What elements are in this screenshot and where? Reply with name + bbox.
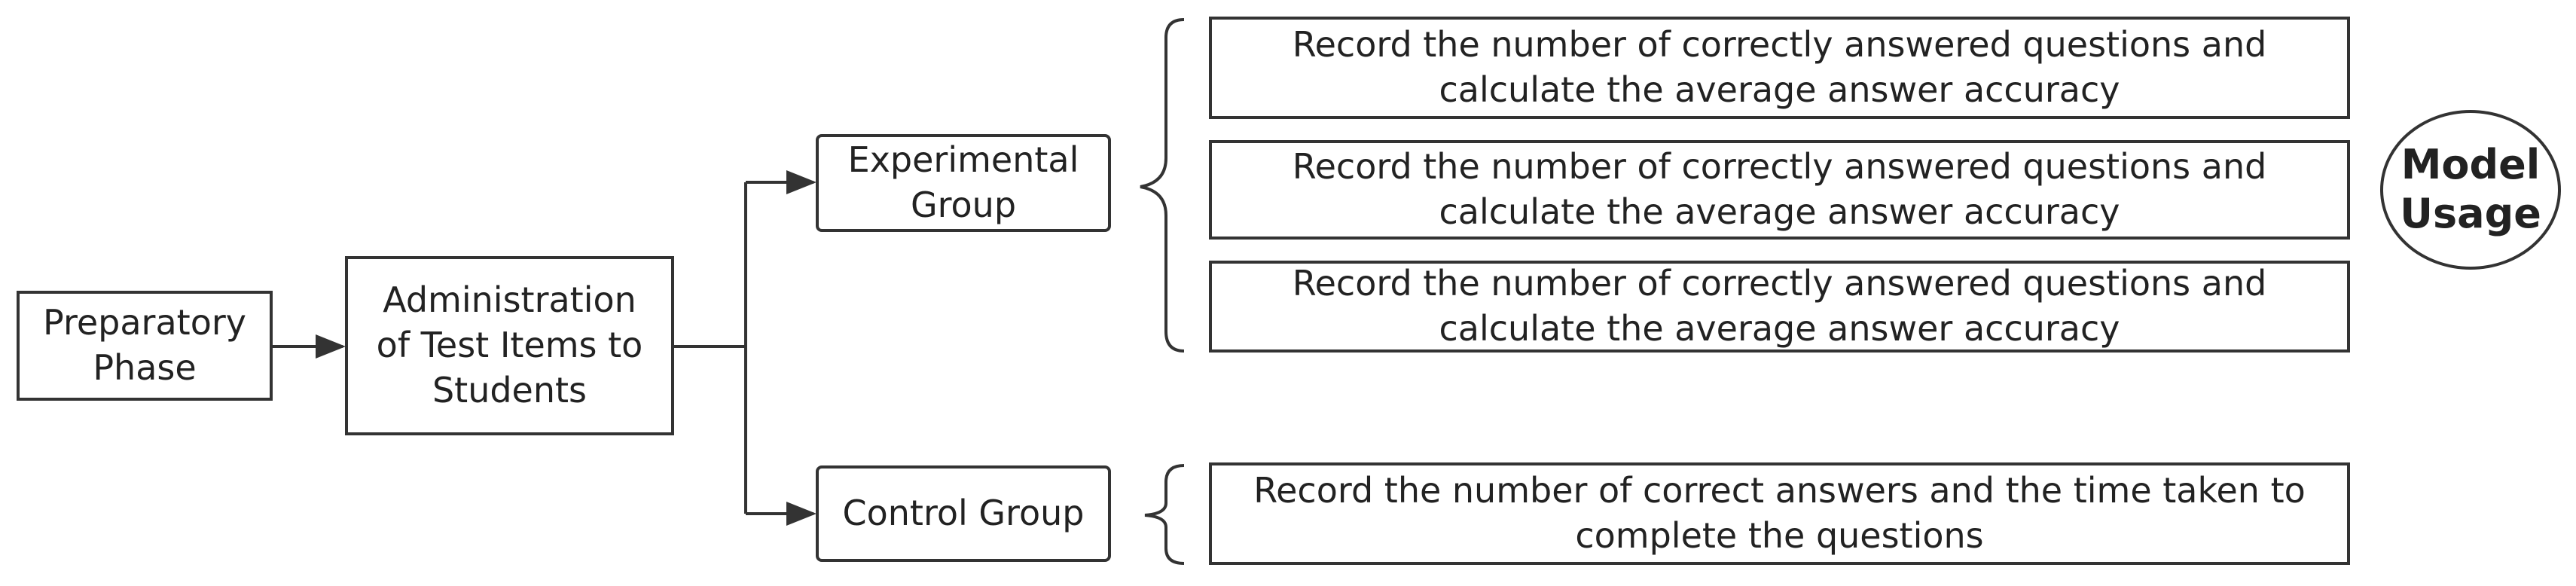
experimental-action-box-1: Record the number of correctly answered … bbox=[1209, 17, 2350, 119]
experimental-action-box-2: Record the number of correctly answered … bbox=[1209, 140, 2350, 240]
preparatory-phase-box: Preparatory Phase bbox=[17, 291, 273, 401]
brace-experimental bbox=[1140, 18, 1185, 353]
control-action-box: Record the number of correct answers and… bbox=[1209, 462, 2350, 565]
experimental-group-box: Experimental Group bbox=[816, 134, 1111, 232]
model-usage-oval: Model Usage bbox=[2380, 110, 2561, 270]
brace-control bbox=[1144, 464, 1185, 565]
experimental-action-box-3: Record the number of correctly answered … bbox=[1209, 261, 2350, 353]
control-group-box: Control Group bbox=[816, 465, 1111, 562]
administration-box: Administration of Test Items to Students bbox=[345, 256, 674, 435]
